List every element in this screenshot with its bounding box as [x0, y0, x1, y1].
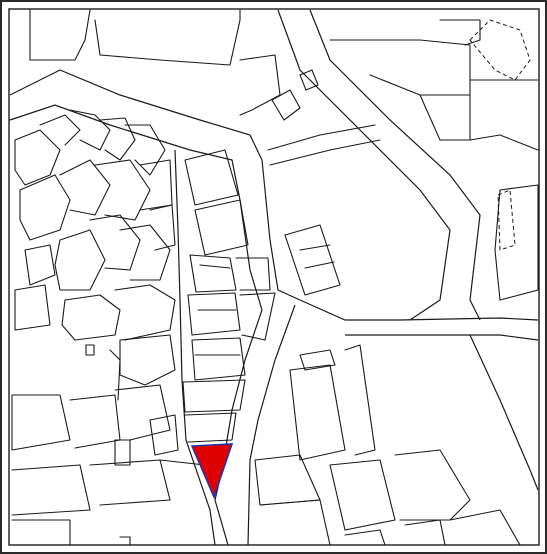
parcel	[284, 224, 341, 296]
parcel	[59, 159, 111, 216]
road-diagonal-north-a	[277, 9, 451, 321]
parcel	[11, 519, 71, 546]
parcel	[119, 224, 171, 281]
road-edge-north	[9, 69, 539, 321]
parcel	[394, 449, 471, 521]
parcel	[139, 159, 173, 211]
parcel	[114, 439, 131, 466]
parcel-dashed	[497, 189, 516, 251]
parcel-line	[299, 244, 331, 251]
parcel	[449, 509, 521, 546]
parcel	[54, 229, 106, 291]
map-inner-border	[8, 8, 540, 546]
parcel-line	[269, 139, 381, 166]
parcel	[187, 292, 241, 336]
parcel	[85, 344, 95, 356]
parcel	[259, 499, 331, 546]
road-east-lower	[345, 334, 539, 341]
parcel	[89, 459, 171, 506]
parcel	[329, 459, 396, 531]
parcel	[19, 174, 71, 241]
parcel	[419, 94, 471, 141]
road-vertical-east	[247, 304, 296, 546]
parcels-centre-block	[182, 149, 276, 443]
parcel	[182, 379, 246, 413]
parcel	[344, 344, 376, 456]
parcel-line	[304, 261, 335, 269]
parcel	[11, 464, 91, 516]
parcel	[69, 394, 121, 449]
parcels-southeast	[254, 344, 521, 546]
parcel	[184, 412, 237, 443]
parcel	[69, 109, 111, 151]
parcel	[24, 244, 56, 286]
parcel	[61, 294, 121, 341]
parcel	[11, 394, 71, 451]
parcel	[299, 349, 336, 371]
parcel	[89, 214, 141, 271]
parcel	[299, 69, 319, 91]
parcel	[119, 536, 131, 546]
parcel	[494, 184, 539, 301]
parcel-line	[159, 459, 206, 466]
parcel	[29, 9, 91, 61]
parcel	[184, 149, 239, 206]
parcel	[99, 117, 136, 161]
parcel	[94, 9, 241, 66]
parcels-right	[284, 184, 539, 301]
road-southeast	[469, 334, 539, 491]
parcel	[124, 124, 166, 176]
parcels-old-town	[11, 109, 206, 546]
parcel-line	[199, 264, 231, 269]
parcel-line	[469, 134, 539, 151]
parcel	[14, 129, 61, 186]
parcel	[239, 292, 276, 341]
parcel	[39, 114, 81, 146]
parcel-line	[109, 349, 121, 401]
parcel-line	[267, 124, 376, 151]
parcel	[114, 284, 176, 341]
road-vertical-west	[174, 149, 216, 546]
parcel	[289, 364, 346, 461]
parcel	[271, 89, 301, 121]
parcel	[404, 519, 446, 546]
parcel	[194, 199, 249, 256]
parcel	[344, 529, 386, 546]
parcel	[329, 39, 471, 96]
parcel	[14, 284, 51, 331]
parcel	[189, 254, 237, 293]
parcel	[114, 384, 171, 441]
parcel	[139, 204, 176, 251]
highlighted-parcel[interactable]	[190, 443, 234, 500]
parcels-top	[29, 9, 539, 166]
parcel	[94, 159, 151, 221]
parcel	[235, 257, 271, 291]
parcel	[149, 414, 179, 456]
parcel-dashed	[469, 19, 531, 81]
parcel	[191, 337, 246, 381]
road-diagonal-north-b	[309, 9, 481, 321]
